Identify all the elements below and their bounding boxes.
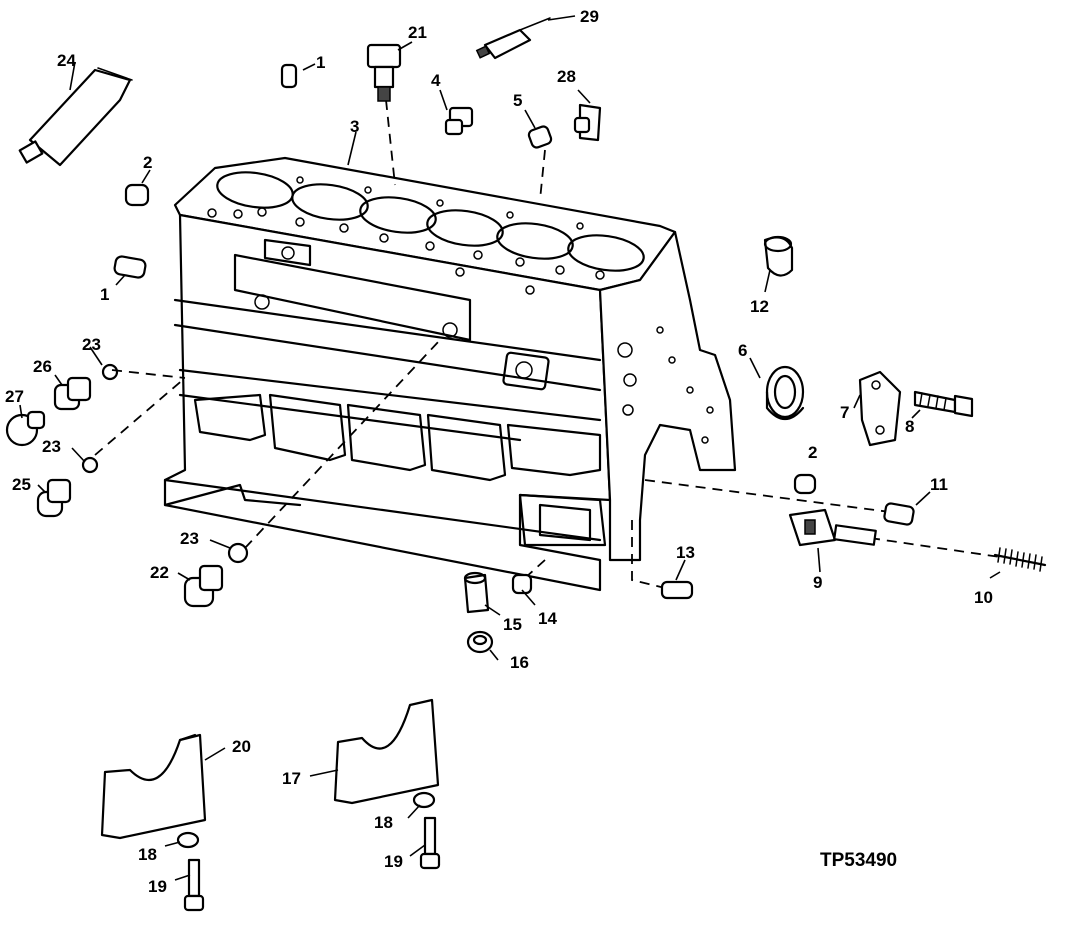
callout-23-upper: 23 xyxy=(82,335,101,354)
fitting-28 xyxy=(573,103,602,142)
callout-29: 29 xyxy=(580,7,599,26)
plug-26 xyxy=(53,376,92,411)
callout-18-left: 18 xyxy=(138,845,157,864)
callout-1-lower: 1 xyxy=(100,285,109,304)
plug-27 xyxy=(5,410,46,447)
washer-18-left xyxy=(176,831,200,849)
callout-25: 25 xyxy=(12,475,31,494)
figure-code: TP53490 xyxy=(820,850,897,871)
callout-24: 24 xyxy=(57,51,76,70)
cap-screw-19-left xyxy=(183,858,205,912)
callout-20: 20 xyxy=(232,737,251,756)
callout-13: 13 xyxy=(676,543,695,562)
callout-27: 27 xyxy=(5,387,24,406)
relief-valve-9 xyxy=(788,508,877,547)
seal-6 xyxy=(765,365,805,421)
callout-16: 16 xyxy=(510,653,529,672)
o-ring-upper xyxy=(101,363,119,381)
callout-17: 17 xyxy=(282,769,301,788)
drain-plug-22 xyxy=(183,564,224,608)
callout-8: 8 xyxy=(905,417,914,436)
dowel-pin xyxy=(280,63,298,89)
callout-2: 2 xyxy=(143,153,152,172)
callout-1: 1 xyxy=(316,53,325,72)
callout-2-side: 2 xyxy=(808,443,817,462)
callout-23-lower: 23 xyxy=(180,529,199,548)
plug-14 xyxy=(511,573,533,595)
cylinder-block xyxy=(163,156,737,592)
washer-16 xyxy=(466,630,494,654)
callout-21: 21 xyxy=(408,23,427,42)
plug-5 xyxy=(527,125,553,149)
callout-leaders xyxy=(19,15,1001,881)
o-ring-lower xyxy=(227,542,249,564)
sealant-tube xyxy=(18,67,133,167)
callout-26: 26 xyxy=(33,357,52,376)
callout-6: 6 xyxy=(738,341,747,360)
callout-15: 15 xyxy=(503,615,522,634)
cap-screw-8 xyxy=(913,390,974,418)
oil-gallery-plug-21 xyxy=(366,43,402,102)
temperature-sensor xyxy=(475,17,551,60)
expansion-plug xyxy=(124,183,150,207)
washer-18-right xyxy=(412,791,436,809)
callout-28: 28 xyxy=(557,67,576,86)
alignment-lines xyxy=(94,99,1001,589)
callout-22: 22 xyxy=(150,563,169,582)
bracket-7 xyxy=(858,370,902,447)
main-bearing-cap-17 xyxy=(333,698,440,805)
callout-12: 12 xyxy=(750,297,769,316)
callout-19-right: 19 xyxy=(384,852,403,871)
cap-screw-19-right xyxy=(419,816,441,870)
o-ring-middle xyxy=(81,456,99,474)
plug-11 xyxy=(883,502,915,526)
main-bearing-cap-20 xyxy=(100,733,207,840)
callout-23-middle: 23 xyxy=(42,437,61,456)
callout-18-right: 18 xyxy=(374,813,393,832)
callout-5: 5 xyxy=(513,91,522,110)
plug-4 xyxy=(444,106,474,136)
callout-3: 3 xyxy=(350,117,359,136)
callout-11: 11 xyxy=(930,475,948,494)
callout-14: 14 xyxy=(538,609,557,628)
callout-4: 4 xyxy=(431,71,441,90)
dowel-pin-lower xyxy=(113,255,147,279)
dowel-13 xyxy=(660,580,694,600)
plug-25 xyxy=(36,478,72,518)
cup-plug-12 xyxy=(763,235,794,277)
spring-10 xyxy=(993,547,1047,572)
piston-cooling-nozzle xyxy=(463,571,490,614)
callout-10: 10 xyxy=(974,588,993,607)
callout-labels: 1 1 2 2 3 4 5 6 7 8 9 10 11 12 13 14 15 … xyxy=(5,7,993,896)
callout-19-left: 19 xyxy=(148,877,167,896)
expansion-plug-side xyxy=(793,473,817,495)
callout-9: 9 xyxy=(813,573,822,592)
callout-7: 7 xyxy=(840,403,849,422)
